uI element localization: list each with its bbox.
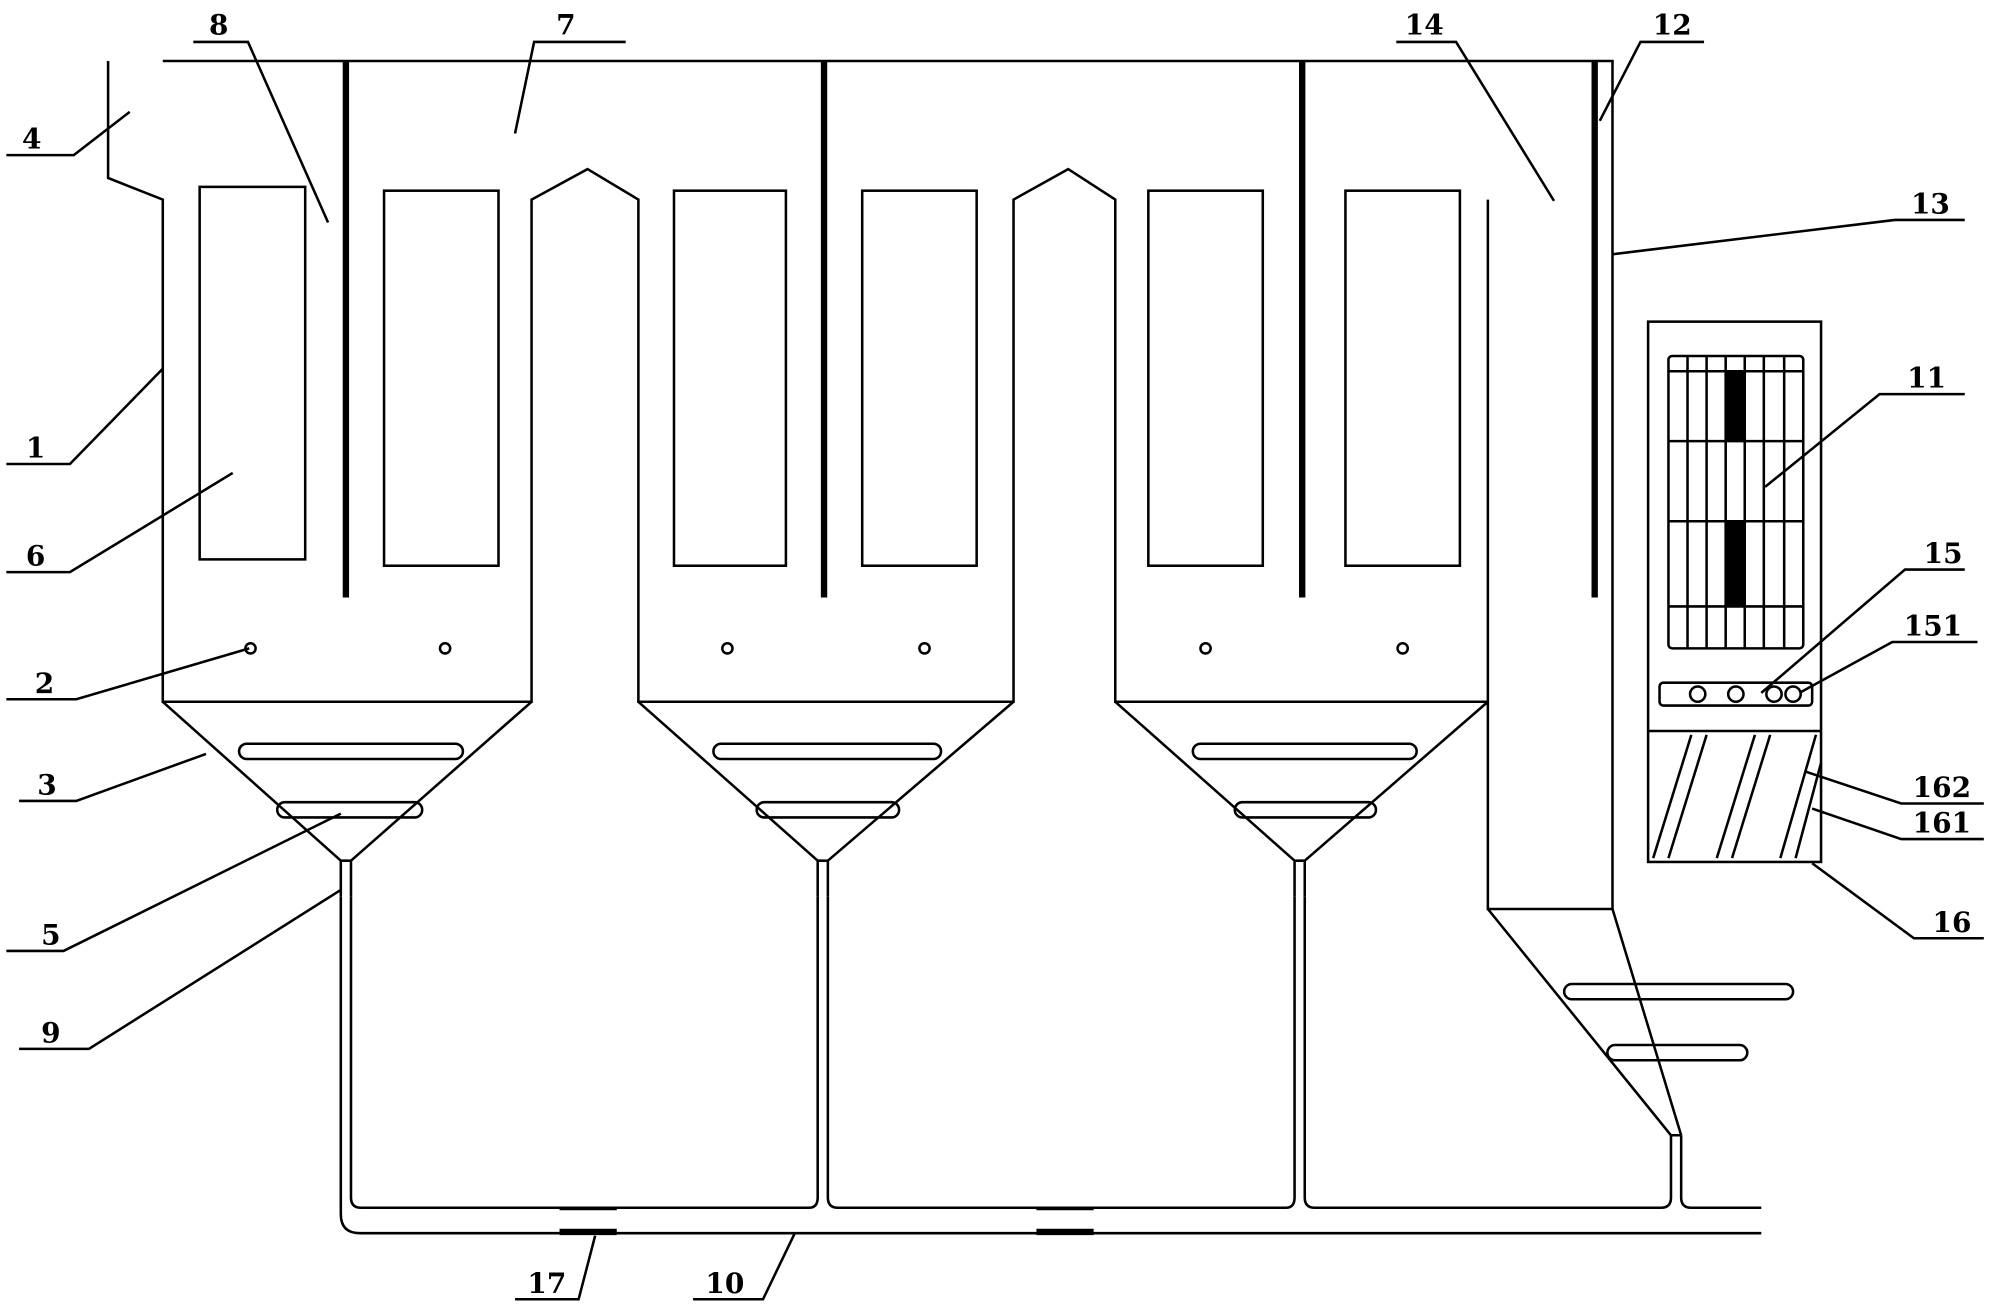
baffles — [342, 61, 1598, 598]
label-12: 12 — [1653, 8, 1692, 41]
label-11: 11 — [1907, 362, 1946, 395]
leader-lines — [6, 40, 1984, 1301]
label-16: 16 — [1933, 906, 1972, 939]
hopper-bars — [237, 742, 1795, 1062]
housing — [106, 59, 1614, 911]
label-15: 15 — [1924, 537, 1963, 570]
label-17: 17 — [527, 1267, 566, 1300]
nozzles — [244, 642, 1410, 655]
label-10: 10 — [705, 1267, 744, 1300]
label-14: 14 — [1405, 8, 1444, 41]
label-9: 9 — [41, 1016, 60, 1049]
label-161: 161 — [1913, 807, 1971, 840]
label-151: 151 — [1904, 610, 1962, 643]
electrode-plates — [198, 185, 1462, 568]
drain-pipes — [339, 896, 1762, 1236]
label-4: 4 — [22, 123, 41, 156]
labels: 4 8 7 14 12 13 1 6 11 15 151 2 162 3 161… — [22, 8, 1971, 1300]
bar-15 — [1658, 681, 1814, 707]
label-162: 162 — [1913, 771, 1971, 804]
label-13: 13 — [1911, 188, 1950, 221]
label-6: 6 — [26, 540, 45, 573]
grid-11 — [1668, 355, 1804, 649]
label-7: 7 — [556, 8, 575, 41]
label-1: 1 — [26, 432, 45, 465]
hatched-16 — [1651, 734, 1823, 859]
label-2: 2 — [35, 667, 54, 700]
label-5: 5 — [41, 919, 60, 952]
inlet-4 — [106, 61, 1488, 704]
label-3: 3 — [37, 769, 56, 802]
hoppers — [161, 700, 1683, 1137]
label-8: 8 — [209, 8, 228, 41]
filter-unit — [1646, 320, 1823, 864]
